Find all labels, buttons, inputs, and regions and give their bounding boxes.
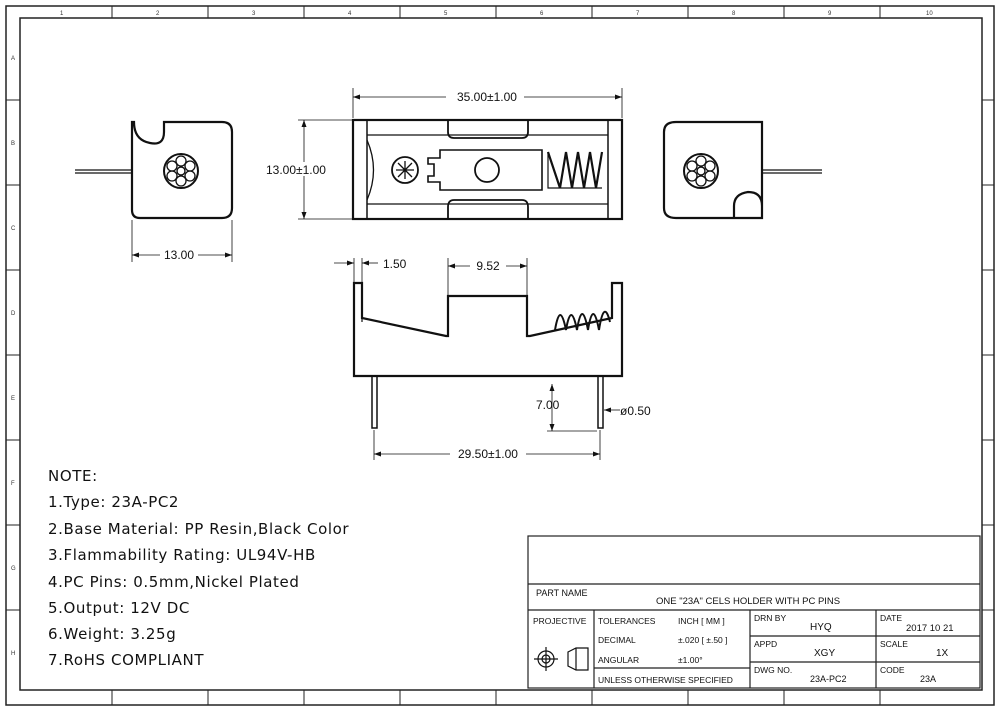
code-value: 23A: [920, 674, 937, 684]
right-end-view: [662, 120, 822, 220]
note-item: 3.Flammability Rating: UL94V-HB: [48, 546, 316, 564]
appd-value: XGY: [814, 648, 836, 659]
dim-pin-spacing: 29.50±1.00: [458, 447, 518, 461]
tolerances-label: TOLERANCES: [598, 616, 656, 626]
zone-label: G: [11, 566, 16, 572]
dim-pin-diameter: ø0.50: [620, 404, 651, 418]
note-item: 7.RoHS COMPLIANT: [48, 651, 205, 669]
zone-label: 8: [732, 11, 736, 17]
zone-label: 2: [156, 11, 160, 17]
zone-label: 7: [636, 11, 640, 17]
dim-mask: [450, 447, 526, 460]
zone-label: C: [11, 226, 16, 232]
zone-label: D: [11, 311, 16, 317]
dim-mask: [258, 162, 332, 176]
projection-symbol-icon: [534, 647, 589, 671]
scale-value: 1X: [936, 648, 949, 659]
note-item: 5.Output: 12V DC: [48, 599, 190, 617]
decimal-value: ±.020 [ ±.50 ]: [678, 635, 728, 645]
zone-label: 3: [252, 11, 256, 17]
note-item: 6.Weight: 3.25g: [48, 625, 177, 643]
left-end-view: [75, 120, 234, 262]
dim-pin-length: 7.00: [536, 398, 560, 412]
zone-label: 4: [348, 11, 352, 17]
part-name: ONE "23A" CELS HOLDER WITH PC PINS: [656, 596, 841, 607]
drn-value: HYQ: [810, 622, 832, 633]
dwg-value: 23A-PC2: [810, 674, 847, 684]
appd-label: APPD: [754, 639, 778, 649]
code-label: CODE: [880, 665, 905, 675]
zone-label: 6: [540, 11, 544, 17]
zone-label: E: [11, 396, 15, 402]
dim-side-width: 13.00: [164, 248, 194, 262]
note-item: 4.PC Pins: 0.5mm,Nickel Plated: [48, 573, 300, 591]
decimal-label: DECIMAL: [598, 635, 636, 645]
zone-label: F: [11, 481, 15, 487]
zone-label: 1: [60, 11, 64, 17]
title-block: [527, 535, 981, 689]
date-value: 2017 10 21: [906, 623, 954, 634]
zone-label: B: [11, 141, 15, 147]
front-view: [334, 258, 624, 460]
dim-height: 13.00±1.00: [266, 163, 326, 177]
units-label: INCH [ MM ]: [678, 616, 725, 626]
note-item: 2.Base Material: PP Resin,Black Color: [48, 520, 350, 538]
dim-mask: [470, 259, 506, 272]
unless-label: UNLESS OTHERWISE SPECIFIED: [598, 675, 733, 685]
zone-label: 5: [444, 11, 448, 17]
inner-frame: [19, 17, 983, 691]
zone-label: A: [11, 56, 15, 62]
dim-mask: [160, 248, 198, 261]
angular-value: ±1.00°: [678, 655, 703, 665]
zone-label: H: [11, 651, 15, 657]
dim-wall: 1.50: [383, 257, 407, 271]
scale-label: SCALE: [880, 639, 908, 649]
zone-label: 10: [926, 11, 933, 17]
projective-label: PROJECTIVE: [533, 616, 587, 626]
top-view: [298, 88, 624, 221]
note-item: 1.Type: 23A-PC2: [48, 493, 180, 511]
dim-mask: [446, 90, 524, 103]
zone-label: 9: [828, 11, 832, 17]
dwg-label: DWG NO.: [754, 665, 793, 675]
dim-overall-length: 35.00±1.00: [457, 90, 517, 104]
dim-gap: 9.52: [476, 259, 500, 273]
drn-label: DRN BY: [754, 613, 787, 623]
notes-heading: NOTE:: [48, 467, 98, 485]
angular-label: ANGULAR: [598, 655, 640, 665]
part-name-label: PART NAME: [536, 588, 588, 598]
zone-ticks: [6, 6, 994, 705]
date-label: DATE: [880, 613, 903, 623]
